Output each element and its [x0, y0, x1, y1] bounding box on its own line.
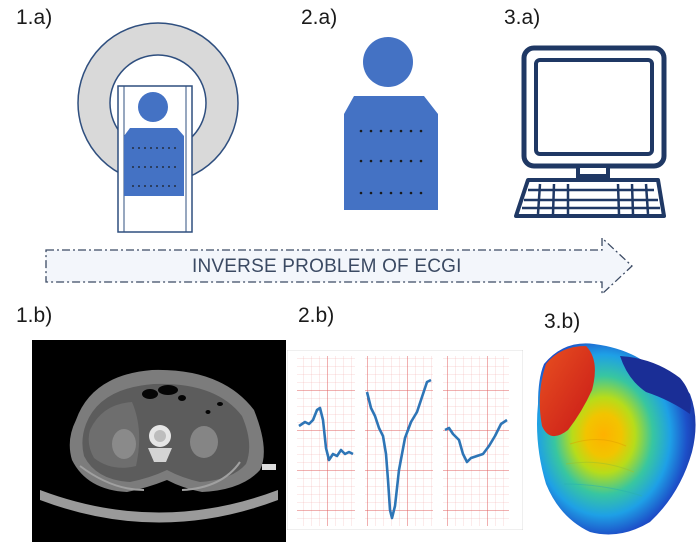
label-1a: 1.a)	[16, 6, 53, 29]
label-1b: 1.b)	[16, 304, 53, 327]
ecg-signals	[287, 350, 523, 530]
label-3a: 3.a)	[504, 6, 541, 29]
label-2a: 2.a)	[301, 6, 338, 29]
arrow-label: INVERSE PROBLEM OF ECGI	[192, 256, 462, 277]
inverse-problem-arrow	[45, 236, 633, 296]
desktop-computer-icon	[514, 45, 667, 218]
ct-scanner-with-patient-icon	[77, 22, 239, 233]
label-3b: 3.b)	[544, 310, 581, 333]
patient-with-electrodes-icon	[344, 37, 438, 210]
heart-activation-map	[537, 343, 696, 535]
label-2b: 2.b)	[298, 304, 335, 327]
ct-slice-image	[32, 340, 286, 542]
